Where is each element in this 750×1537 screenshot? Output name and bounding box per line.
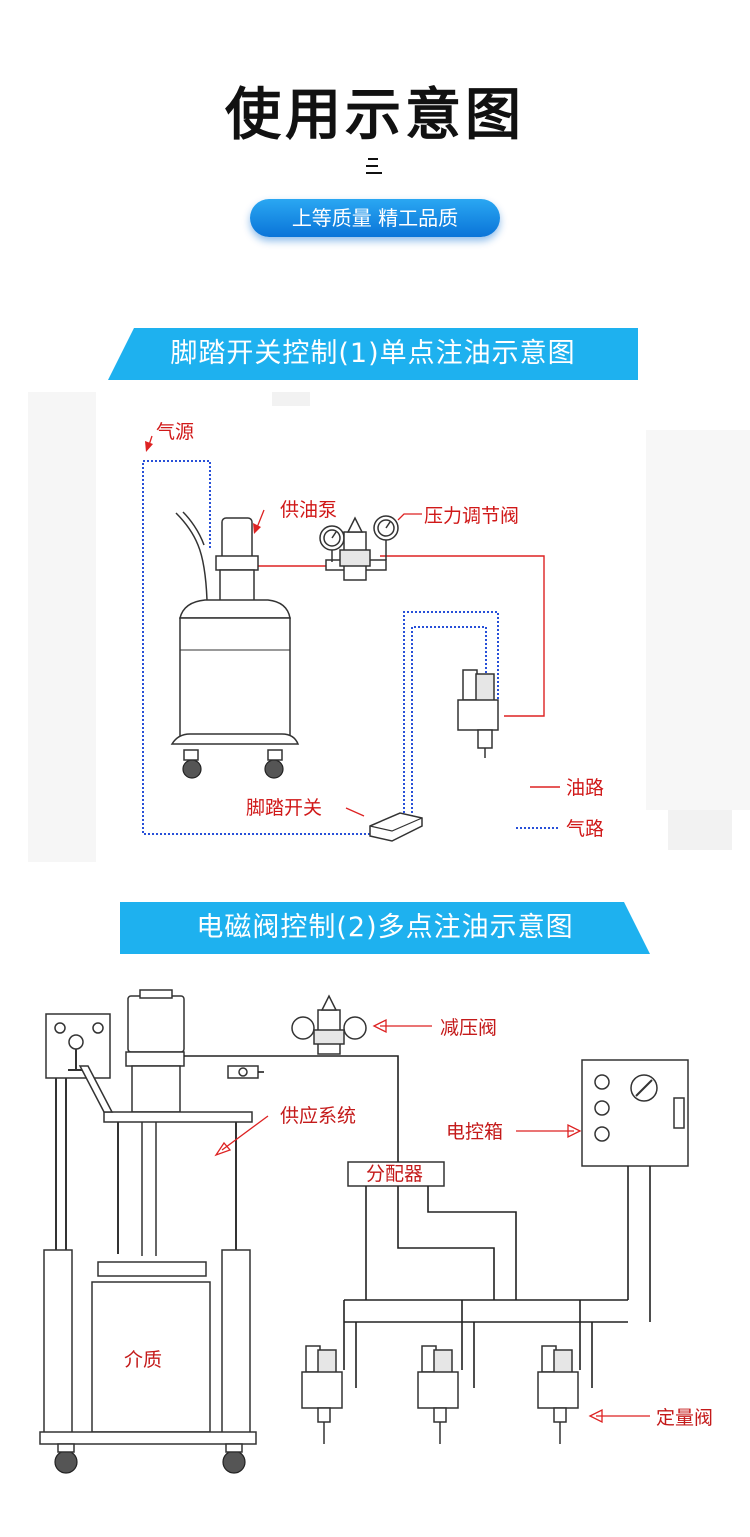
legend-air-label: 气路 (566, 818, 604, 840)
pump-drum (170, 511, 300, 779)
label-control-box: 电控箱 (446, 1121, 503, 1143)
supply-frame (39, 989, 259, 1474)
reducer-valve (291, 994, 367, 1055)
metering-valve-2 (417, 1345, 459, 1444)
quality-pill: 上等质量 精工品质 (250, 199, 500, 237)
diagram1: 气源 供油泵 压力调节阀 脚踏开关 油路 气路 (28, 392, 750, 862)
distributor-box (347, 1161, 445, 1187)
label-supply: 供应系统 (280, 1105, 356, 1127)
diagram1-banner: 脚踏开关控制(1)单点注油示意图 (108, 328, 638, 380)
page-title: 使用示意图 (225, 83, 525, 148)
label-metering-valve: 定量阀 (656, 1407, 713, 1429)
leader-regulator (397, 513, 422, 521)
label-reducer: 减压阀 (440, 1017, 497, 1039)
diagram2-banner: 电磁阀控制(2)多点注油示意图 (120, 902, 650, 954)
bg-panel-right-low (668, 810, 732, 850)
control-box (581, 1059, 689, 1167)
foot-switch (369, 812, 423, 842)
label-foot-switch: 脚踏开关 (246, 797, 322, 819)
air-line-main (142, 460, 372, 835)
leader-supply (221, 1115, 269, 1151)
label-pressure-valve: 压力调节阀 (424, 505, 519, 527)
label-medium: 介质 (124, 1349, 162, 1371)
leader-foot-switch (345, 807, 365, 817)
dispensing-valve (457, 669, 499, 758)
pressure-regulator (319, 515, 399, 581)
menu-lines-icon (366, 158, 382, 176)
bg-panel-right (646, 430, 750, 810)
bg-panel-left (28, 392, 96, 862)
label-air-source: 气源 (156, 421, 194, 443)
pipes (184, 1055, 651, 1388)
oil-line-valve-to-dispenser (380, 555, 545, 717)
air-line-switch-out-2 (403, 611, 499, 817)
label-pump: 供油泵 (280, 499, 337, 521)
diagram2: 减压阀 供应系统 电控箱 分配器 介质 定量阀 (39, 989, 713, 1474)
label-distributor: 分配器 (366, 1163, 423, 1185)
metering-valve-3 (537, 1345, 579, 1444)
metering-valve-1 (301, 1345, 343, 1444)
legend-oil-label: 油路 (566, 777, 604, 799)
bg-panel-top (272, 392, 310, 406)
